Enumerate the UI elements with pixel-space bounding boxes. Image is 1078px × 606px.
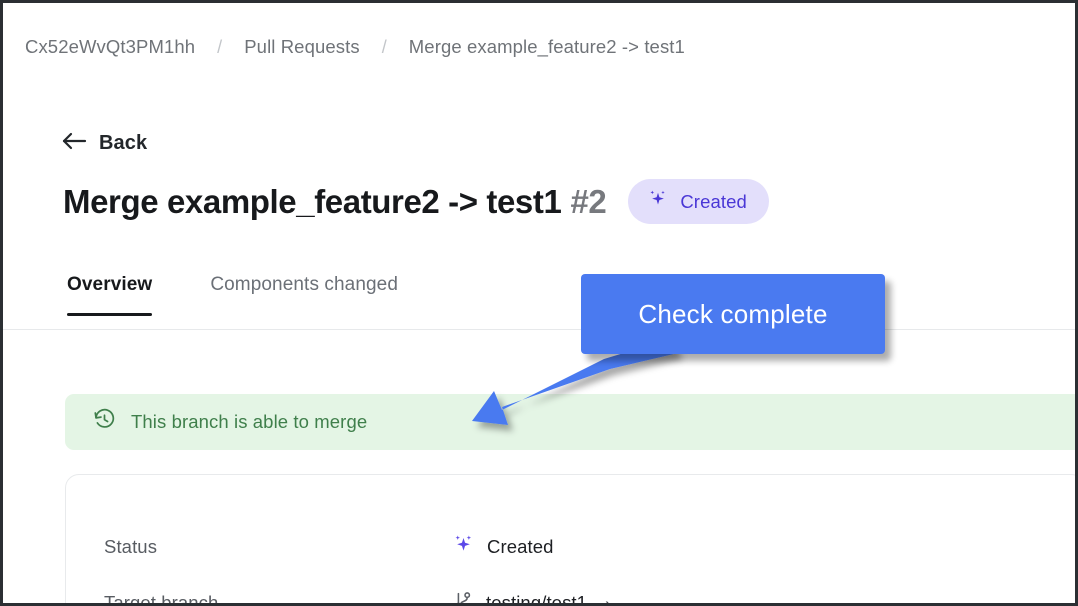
pull-request-number: #2 — [570, 182, 607, 220]
details-card: Status Created Target branch — [65, 474, 1075, 603]
sparkles-icon — [647, 188, 669, 215]
detail-row-status: Status Created — [66, 519, 1075, 575]
breadcrumb-separator: / — [381, 36, 387, 57]
breadcrumb-item-current: Merge example_feature2 -> test1 — [408, 36, 685, 57]
tab-bar: Overview Components changed — [3, 266, 1075, 330]
detail-label-status: Status — [104, 536, 158, 557]
breadcrumb-item-pull-requests[interactable]: Pull Requests — [244, 36, 360, 57]
breadcrumb: Cx52eWvQt3PM1hh / Pull Requests / Merge … — [25, 36, 685, 58]
back-button[interactable]: Back — [61, 131, 147, 156]
page-title-row: Merge example_feature2 -> test1 #2 Creat… — [63, 179, 769, 224]
tab-components-changed[interactable]: Components changed — [210, 274, 399, 295]
detail-label-target-branch: Target branch — [104, 592, 219, 603]
git-branch-icon — [452, 590, 474, 603]
status-badge: Created — [628, 179, 769, 224]
breadcrumb-item-workspace[interactable]: Cx52eWvQt3PM1hh — [25, 36, 196, 57]
detail-value-status: Created — [452, 533, 554, 561]
detail-value-target-branch[interactable]: testing/test1 › — [452, 590, 611, 604]
detail-value-target-branch-text: testing/test1 — [486, 592, 588, 603]
annotation-callout-text: Check complete — [638, 298, 828, 329]
history-clock-icon — [93, 408, 116, 436]
back-button-label: Back — [99, 132, 148, 154]
tab-overview[interactable]: Overview — [67, 266, 153, 316]
page-title: Merge example_feature2 -> test1 — [63, 182, 562, 220]
detail-value-status-text: Created — [487, 536, 554, 557]
detail-row-target-branch: Target branch testing/test1 › — [66, 575, 1075, 603]
status-badge-label: Created — [680, 190, 747, 212]
merge-status-text: This branch is able to merge — [131, 411, 368, 432]
annotation-callout: Check complete — [581, 274, 885, 354]
pull-request-page: Cx52eWvQt3PM1hh / Pull Requests / Merge … — [3, 3, 1075, 603]
tab-divider — [3, 329, 1075, 330]
arrow-left-icon — [61, 131, 87, 156]
sparkles-icon — [452, 533, 475, 561]
chevron-right-icon: › — [605, 593, 611, 604]
merge-status-banner: This branch is able to merge — [65, 394, 1075, 450]
breadcrumb-separator: / — [217, 36, 223, 57]
